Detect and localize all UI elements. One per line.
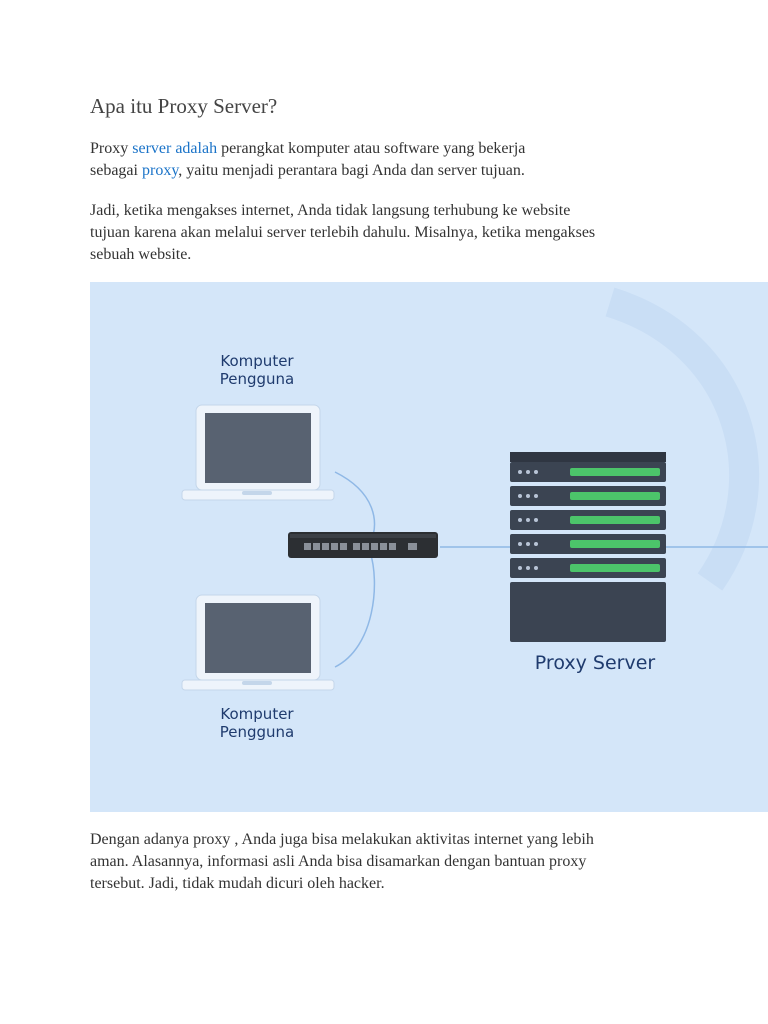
benefit-line-2: aman. Alasannya, informasi asli Anda bis… <box>90 853 587 870</box>
paragraph-benefit: Dengan adanya proxy , Anda juga bisa mel… <box>90 829 690 895</box>
label-proxy-server: Proxy Server <box>534 652 656 674</box>
explanation-line-2: tujuan karena akan melalui server terleb… <box>90 224 596 241</box>
intro-text-3: sebagai <box>90 162 142 179</box>
article-heading: Apa itu Proxy Server? <box>90 94 278 118</box>
benefit-line-1: Dengan adanya proxy , Anda juga bisa mel… <box>90 831 594 848</box>
label-bottom-line-2: Pengguna <box>219 723 295 741</box>
intro-text-2: perangkat komputer atau software yang be… <box>217 140 526 157</box>
bg-curve <box>605 287 760 591</box>
intro-text-1: Proxy <box>90 140 133 157</box>
server-rack-icon <box>510 452 666 642</box>
label-komputer-pengguna-top: Komputer Pengguna <box>202 352 312 388</box>
link-proxy[interactable]: proxy <box>141 162 179 179</box>
label-top-line-1: Komputer <box>220 352 294 370</box>
connection-line-bottom <box>334 551 376 668</box>
proxy-diagram-svg <box>181 287 768 691</box>
paragraph-intro: Proxy server adalah perangkat komputer a… <box>90 138 690 182</box>
explanation-line-1: Jadi, ketika mengakses internet, Anda ti… <box>90 202 571 219</box>
network-switch-icon <box>288 532 438 558</box>
proxy-diagram-image: Komputer Pengguna Komputer Pengguna Prox… <box>90 282 768 812</box>
label-komputer-pengguna-bottom: Komputer Pengguna <box>202 705 312 741</box>
intro-text-4: , yaitu menjadi perantara bagi Anda dan … <box>178 162 525 179</box>
link-server-adalah[interactable]: server adalah <box>132 140 218 157</box>
label-bottom-line-1: Komputer <box>220 705 294 723</box>
benefit-line-3: tersebut. Jadi, tidak mudah dicuri oleh … <box>90 875 385 892</box>
explanation-line-3: sebuah website. <box>90 246 192 263</box>
laptop-icon-top <box>181 404 335 501</box>
label-top-line-2: Pengguna <box>219 370 295 388</box>
laptop-icon-bottom <box>181 594 335 691</box>
paragraph-explanation: Jadi, ketika mengakses internet, Anda ti… <box>90 200 690 266</box>
